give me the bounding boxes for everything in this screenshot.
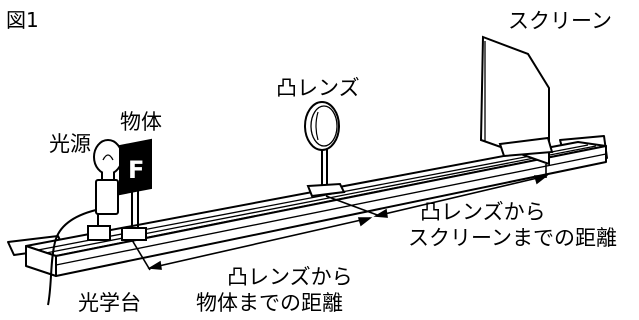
- screen-panel: [479, 35, 550, 166]
- lens-to-object-arrow: [149, 217, 371, 269]
- distance-markers: [131, 164, 549, 271]
- object-f-card: [119, 138, 152, 196]
- lens-glass: [310, 105, 338, 147]
- figure-label: 図1: [6, 8, 39, 32]
- object-card-letter: F: [128, 156, 144, 184]
- lens-to-object-label-line2: 物体までの距離: [196, 291, 343, 315]
- lens-to-screen-label-line2: スクリーンまでの距離: [408, 226, 617, 250]
- lens-to-object-label-line1: 凸レンズから: [227, 265, 353, 289]
- lens-to-screen-arrow: [375, 175, 547, 217]
- power-cord: [47, 209, 97, 306]
- object-label: 物体: [120, 110, 162, 134]
- light-bulb: [93, 139, 123, 175]
- lens-label: 凸レンズ: [276, 76, 360, 100]
- light-source: [47, 139, 123, 306]
- object-card: [119, 138, 152, 241]
- screen-label: スクリーン: [508, 9, 612, 33]
- optical-bench-label: 光学台: [78, 291, 141, 315]
- optical-bench: [7, 135, 608, 277]
- lens-to-screen-label-line1: 凸レンズから: [420, 200, 546, 224]
- projection-screen: [479, 35, 554, 166]
- socket-holder: [95, 179, 119, 215]
- convex-lens: [304, 101, 346, 198]
- light-source-label: 光源: [49, 132, 91, 156]
